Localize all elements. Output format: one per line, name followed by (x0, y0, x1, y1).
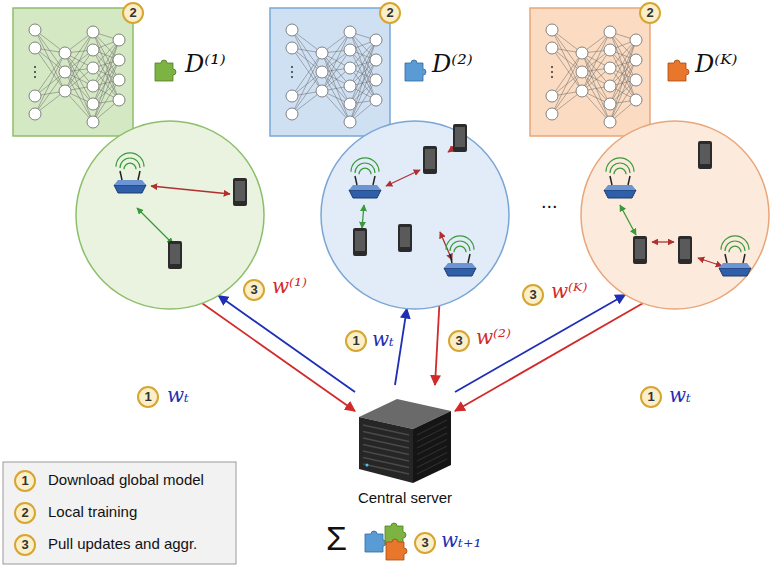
callout-number: 3 (414, 532, 436, 554)
phone-icon (423, 146, 437, 174)
router-icon (604, 158, 636, 198)
edge-label: w⁽ᴷ⁾ (549, 279, 589, 303)
neural-nets (13, 8, 650, 136)
neural-net-box (270, 8, 390, 136)
callout-number: 3 (522, 284, 544, 306)
model-transfer-arrow (202, 303, 355, 411)
data-puzzle-pieces (155, 60, 689, 81)
server-icon (355, 385, 455, 485)
model-transfer-arrow (455, 303, 643, 411)
dataset-label: D⁽¹⁾ (185, 50, 226, 78)
cluster-outline (320, 120, 510, 310)
server-label: Central server (358, 489, 452, 506)
callout-number: 1 (640, 386, 662, 408)
callout-number: 1 (14, 470, 36, 492)
phone-icon (678, 236, 692, 264)
callout-number: 1 (345, 330, 367, 352)
callout-number: 2 (14, 502, 36, 524)
edge-label: wₜ (165, 383, 191, 407)
edge-label: w⁽¹⁾ (270, 274, 309, 298)
callout-number: 1 (137, 386, 159, 408)
math-label: wₜ₊₁ (441, 528, 482, 552)
phone-icon (633, 236, 647, 264)
phone-icon (698, 141, 712, 169)
callout-number: 2 (379, 2, 401, 24)
edge-label: wₜ (667, 383, 693, 407)
legend-box (3, 462, 236, 564)
cluster-outline (75, 120, 265, 310)
dataset-label: D⁽²⁾ (432, 50, 473, 78)
callout-number: 3 (14, 534, 36, 556)
cluster-outline (580, 120, 770, 310)
legend-text: Local training (48, 503, 137, 520)
phone-icon (453, 124, 467, 152)
phone-icon (233, 178, 247, 206)
callout-number: 2 (122, 2, 144, 24)
router-icon (114, 153, 146, 193)
phone-icon (168, 241, 182, 269)
router-icon (719, 236, 751, 276)
aggregated-puzzle (365, 523, 407, 560)
neural-net-box (13, 8, 133, 136)
legend-text: Download global model (48, 471, 204, 488)
dataset-label: D⁽ᴷ⁾ (695, 50, 737, 78)
client-cluster: D⁽¹⁾ (75, 120, 265, 310)
phone-icon (398, 224, 412, 252)
router-icon (444, 236, 476, 276)
client-cluster: D⁽²⁾ (320, 120, 510, 310)
central-server: Central server (355, 385, 455, 485)
callout-number: 2 (639, 2, 661, 24)
legend-text: Pull updates and aggr. (48, 535, 197, 552)
router-icon (349, 158, 381, 198)
puzzle-piece (155, 60, 176, 81)
model-transfer-arrow (435, 306, 439, 385)
puzzle-piece (668, 60, 689, 81)
puzzle-piece (405, 60, 426, 81)
callout-number: 3 (243, 279, 265, 301)
math-label: Σ (326, 519, 347, 558)
math-label: ... (541, 190, 558, 213)
neural-net-box (530, 8, 650, 136)
phone-icon (353, 228, 367, 256)
model-transfer-arrow (218, 296, 355, 392)
edge-label: w⁽²⁾ (474, 325, 513, 349)
callout-number: 3 (448, 330, 470, 352)
client-cluster: D⁽ᴷ⁾ (580, 120, 770, 310)
edge-label: wₜ (370, 327, 396, 351)
model-transfer-arrow (395, 309, 407, 385)
model-transfer-arrow (455, 295, 625, 392)
